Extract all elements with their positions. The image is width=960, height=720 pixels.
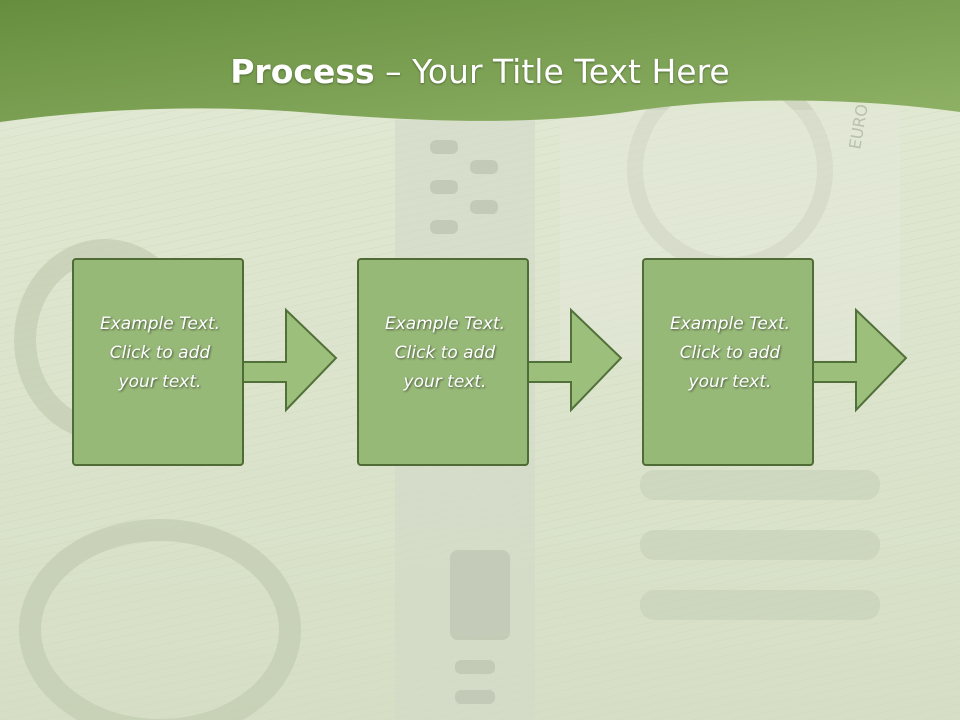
step-text[interactable]: Example Text. Click to add your text. — [361, 310, 529, 397]
step-text-line: Click to add — [394, 343, 496, 363]
process-step-3[interactable]: Example Text. Click to add your text. — [642, 258, 960, 466]
step-text-line: your text. — [403, 372, 487, 392]
process-step-1[interactable]: Example Text. Click to add your text. — [72, 258, 408, 466]
step-text[interactable]: Example Text. Click to add your text. — [646, 310, 814, 397]
process-step-2[interactable]: Example Text. Click to add your text. — [357, 258, 693, 466]
right-arrow-icon — [526, 307, 623, 413]
step-box — [357, 258, 529, 466]
step-text-line: your text. — [688, 372, 772, 392]
step-box — [642, 258, 814, 466]
step-text-line: your text. — [118, 372, 202, 392]
right-arrow-icon — [241, 307, 338, 413]
step-box — [72, 258, 244, 466]
step-text-line: Click to add — [679, 343, 781, 363]
step-text-line: Example Text. — [669, 314, 791, 334]
step-text[interactable]: Example Text. Click to add your text. — [76, 310, 244, 397]
right-arrow-icon — [811, 307, 908, 413]
title-bold: Process — [230, 52, 375, 91]
step-text-line: Example Text. — [384, 314, 506, 334]
step-text-line: Example Text. — [99, 314, 221, 334]
step-text-line: Click to add — [109, 343, 211, 363]
slide-title[interactable]: Process – Your Title Text Here — [0, 52, 960, 91]
title-rest: – Your Title Text Here — [374, 52, 730, 91]
